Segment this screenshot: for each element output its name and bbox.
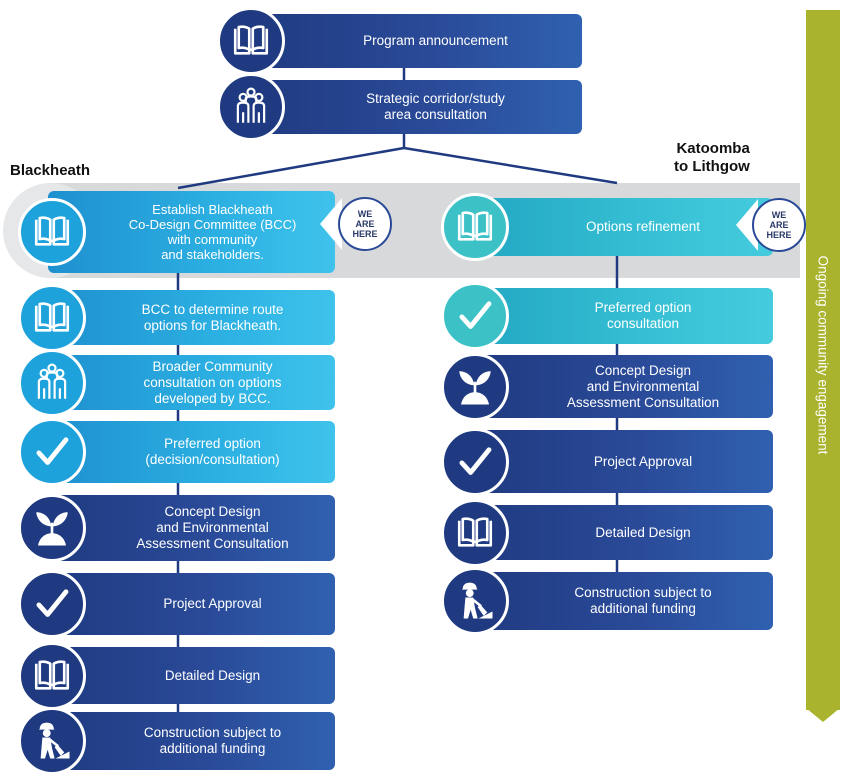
step-bar: Construction subject to additional fundi… (48, 712, 335, 770)
step-project-approval-left: Project Approval (18, 570, 335, 638)
book-icon (18, 641, 86, 710)
step-label: Detailed Design (164, 667, 261, 683)
marker-pointer (736, 199, 758, 251)
sprout-icon (18, 494, 86, 562)
marker-pointer (320, 198, 342, 250)
step-bar: Establish Blackheath Co-Design Committee… (48, 191, 335, 273)
book-icon (18, 283, 86, 352)
worker-icon (441, 567, 509, 635)
step-preferred-option-decision: Preferred option (decision/consultation) (18, 418, 335, 486)
book-icon (441, 498, 509, 567)
step-label: Program announcement (363, 33, 508, 48)
step-bar: Detailed Design (471, 505, 773, 560)
step-bar: Preferred option consultation (471, 288, 773, 344)
step-broader-community-consultation: Broader Community consultation on option… (18, 348, 335, 417)
step-label: Detailed Design (595, 524, 691, 540)
step-bar: Project Approval (471, 430, 773, 493)
worker-icon (18, 707, 86, 775)
step-strategic-corridor-consultation: Strategic corridor/study area consultati… (217, 73, 582, 141)
step-options-refinement: Options refinement (441, 193, 773, 261)
step-bar: Concept Design and Environmental Assessm… (48, 495, 335, 561)
people-icon (217, 73, 285, 141)
checkmark-icon (18, 570, 86, 638)
step-label: Preferred option consultation (594, 300, 692, 331)
step-concept-design-right: Concept Design and Environmental Assessm… (441, 352, 773, 421)
book-icon (441, 193, 509, 261)
step-label: BCC to determine route options for Black… (141, 301, 284, 333)
step-label: Construction subject to additional fundi… (143, 725, 282, 756)
branch-title-katoomba-lithgow: Katoomba to Lithgow (674, 140, 750, 175)
step-construction-right: Construction subject to additional fundi… (441, 567, 773, 635)
step-project-approval-right: Project Approval (441, 427, 773, 496)
step-bar: Strategic corridor/study area consultati… (247, 80, 582, 134)
ongoing-engagement-bar (806, 10, 840, 710)
book-icon (18, 198, 86, 266)
step-label: Broader Community consultation on option… (143, 358, 282, 406)
step-construction-left: Construction subject to additional fundi… (18, 707, 335, 775)
step-bar: Broader Community consultation on option… (48, 355, 335, 410)
step-bar: Construction subject to additional fundi… (471, 572, 773, 630)
step-bar: BCC to determine route options for Black… (48, 290, 335, 345)
step-label: Project Approval (163, 596, 262, 611)
step-bar: Detailed Design (48, 647, 335, 704)
step-label: Construction subject to additional fundi… (574, 585, 712, 616)
step-program-announcement: Program announcement (217, 7, 582, 75)
checkmark-icon (441, 427, 509, 496)
step-label: Strategic corridor/study area consultati… (366, 91, 505, 122)
step-detailed-design-right: Detailed Design (441, 498, 773, 567)
ongoing-engagement-arrow (806, 708, 840, 722)
step-preferred-option-consultation: Preferred option consultation (441, 282, 773, 350)
book-icon (217, 7, 285, 75)
step-label: Project Approval (593, 453, 693, 469)
step-bar: Project Approval (48, 573, 335, 635)
sprout-icon (441, 352, 509, 421)
people-icon (18, 348, 86, 417)
step-detailed-design-left: Detailed Design (18, 641, 335, 710)
step-bar: Options refinement (471, 198, 773, 256)
we-are-here-badge: WE ARE HERE (338, 197, 392, 251)
step-establish-bcc: Establish Blackheath Co-Design Committee… (18, 191, 335, 273)
step-label: Options refinement (585, 219, 701, 234)
step-bar: Preferred option (decision/consultation) (48, 421, 335, 483)
checkmark-icon (441, 282, 509, 350)
step-label: Preferred option (decision/consultation) (145, 436, 280, 467)
step-bar: Concept Design and Environmental Assessm… (471, 355, 773, 418)
step-label: Concept Design and Environmental Assessm… (136, 504, 289, 551)
step-concept-design-left: Concept Design and Environmental Assessm… (18, 494, 335, 562)
we-are-here-badge: WE ARE HERE (752, 198, 806, 252)
step-bar: Program announcement (247, 14, 582, 68)
ongoing-engagement-label: Ongoing community engagement (815, 255, 831, 455)
step-bcc-route-options: BCC to determine route options for Black… (18, 283, 335, 352)
step-label: Establish Blackheath Co-Design Committee… (128, 202, 297, 262)
checkmark-icon (18, 418, 86, 486)
branch-title-blackheath: Blackheath (10, 162, 91, 179)
step-label: Concept Design and Environmental Assessm… (566, 362, 720, 410)
